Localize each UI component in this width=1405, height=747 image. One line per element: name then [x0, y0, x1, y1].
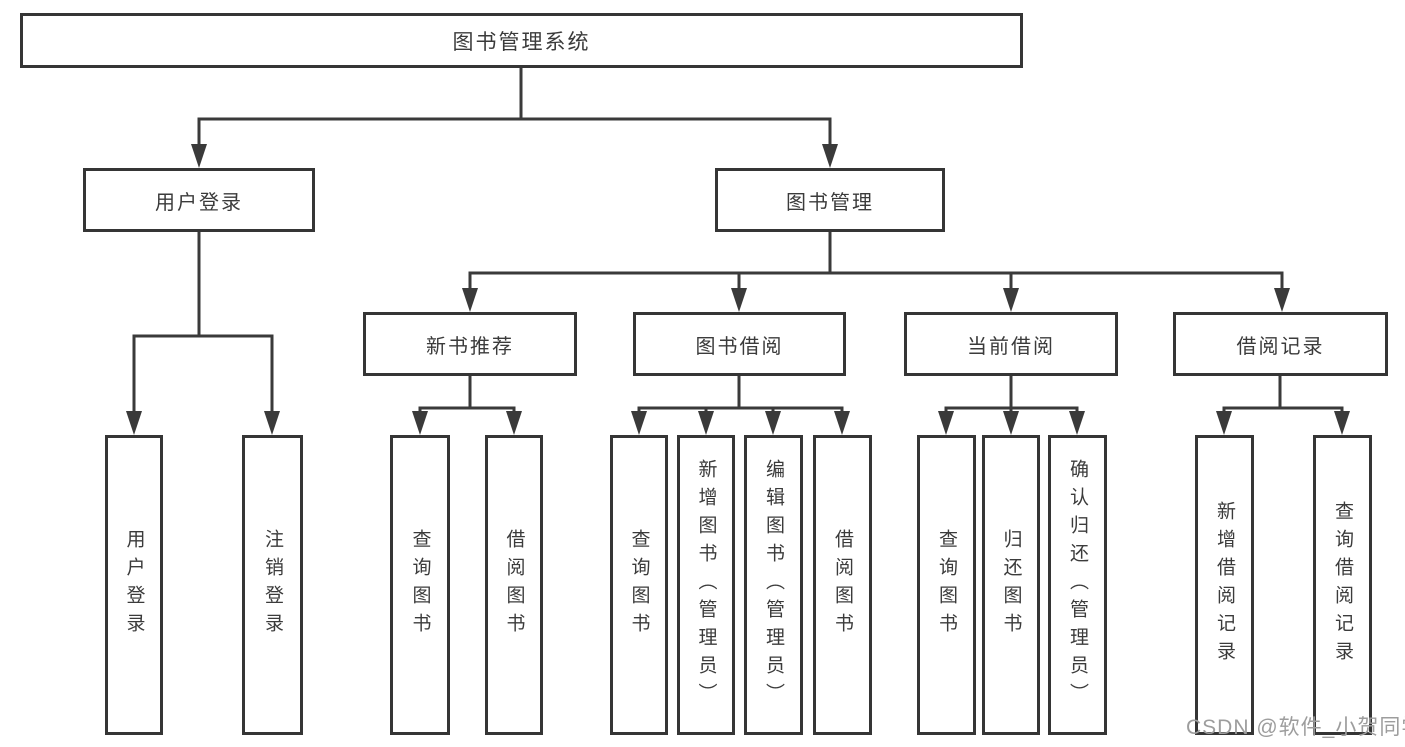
node-leaf-edit-book-admin: 编辑图书（管理员）	[744, 435, 803, 735]
arrowhead	[822, 144, 838, 168]
arrowhead	[1334, 411, 1350, 435]
arrowhead	[834, 411, 850, 435]
node-leaf-borrow-books-2: 借阅图书	[813, 435, 872, 735]
node-leaf-add-borrow-record: 新增借阅记录	[1195, 435, 1254, 735]
arrowhead	[412, 411, 428, 435]
node-root: 图书管理系统	[20, 13, 1023, 68]
node-user-login: 用户登录	[83, 168, 315, 232]
node-leaf-query-borrow-record: 查询借阅记录	[1313, 435, 1372, 735]
arrowhead	[264, 411, 280, 435]
node-book-management: 图书管理	[715, 168, 945, 232]
arrowhead	[698, 411, 714, 435]
node-leaf-query-books-2: 查询图书	[610, 435, 668, 735]
arrowhead	[1069, 411, 1085, 435]
arrowhead	[1274, 288, 1290, 312]
arrowhead	[1003, 411, 1019, 435]
node-new-book-recommend: 新书推荐	[363, 312, 577, 376]
node-current-borrow: 当前借阅	[904, 312, 1118, 376]
node-leaf-add-book-admin: 新增图书（管理员）	[677, 435, 735, 735]
arrowhead	[1216, 411, 1232, 435]
node-leaf-query-books-3: 查询图书	[917, 435, 976, 735]
arrowhead	[191, 144, 207, 168]
arrowhead	[731, 288, 747, 312]
arrowhead	[1003, 288, 1019, 312]
arrowhead	[938, 411, 954, 435]
arrowhead	[126, 411, 142, 435]
node-leaf-return-book: 归还图书	[982, 435, 1040, 735]
node-borrow-records: 借阅记录	[1173, 312, 1388, 376]
arrowhead	[462, 288, 478, 312]
arrowhead	[506, 411, 522, 435]
node-leaf-borrow-books-1: 借阅图书	[485, 435, 543, 735]
node-leaf-query-books-1: 查询图书	[390, 435, 450, 735]
node-book-borrow: 图书借阅	[633, 312, 846, 376]
arrowhead	[765, 411, 781, 435]
node-leaf-user-login: 用户登录	[105, 435, 163, 735]
watermark: CSDN @软件_小贺同学	[1186, 716, 1405, 739]
node-leaf-confirm-return-admin: 确认归还（管理员）	[1048, 435, 1107, 735]
node-leaf-logout: 注销登录	[242, 435, 303, 735]
arrowhead	[631, 411, 647, 435]
